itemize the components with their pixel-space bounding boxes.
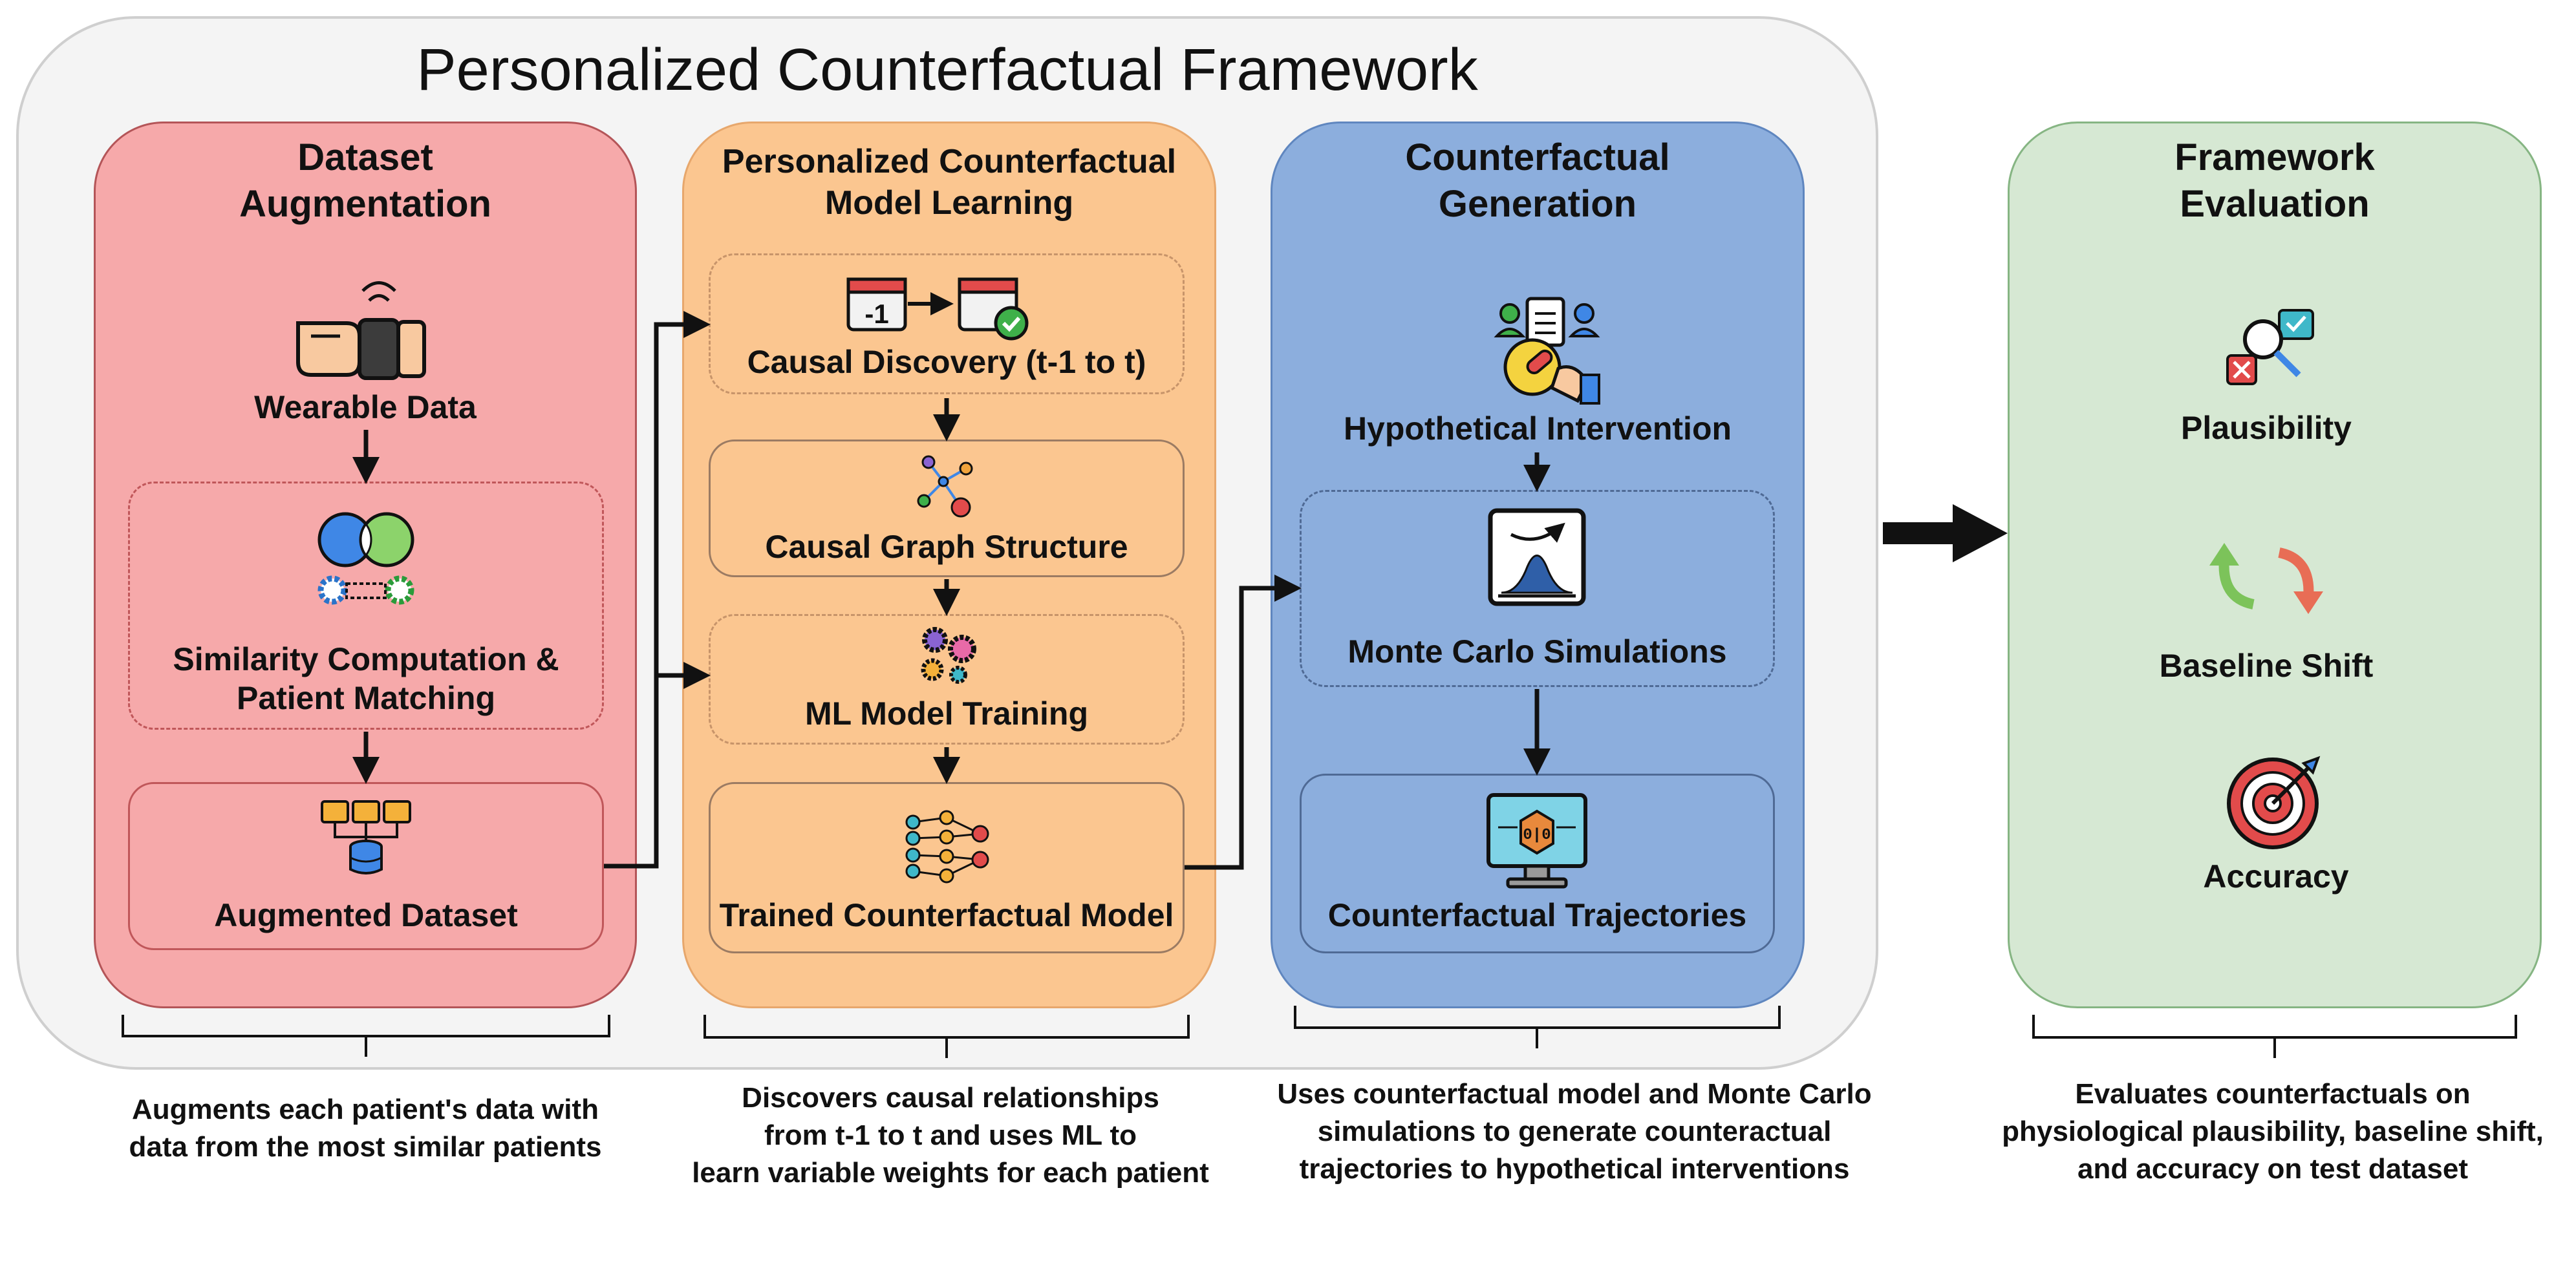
calendar-arrow-icon: -1: [846, 277, 1029, 341]
brace-learning: [703, 1015, 1190, 1058]
generation-caption-line1: Uses counterfactual model and Monte Carl…: [1277, 1078, 1872, 1110]
evaluation-caption-line3: and accuracy on test dataset: [2077, 1153, 2468, 1185]
generation-caption: Uses counterfactual model and Monte Carl…: [1222, 1076, 1927, 1188]
graph-nodes-icon: [917, 455, 973, 518]
generation-title-line1: Counterfactual: [1405, 136, 1670, 178]
brace-generation: [1294, 1006, 1781, 1048]
connector-model-to-montecarlo: [1185, 575, 1302, 870]
connector-dataset-to-discovery: [604, 311, 711, 869]
distribution-chart-icon: [1488, 508, 1586, 606]
causal-discovery-label: Causal Discovery (t-1 to t): [747, 344, 1146, 380]
evaluation-title-line1: Framework: [2174, 136, 2375, 178]
learning-caption: Discovers causal relationships from t-1 …: [647, 1079, 1254, 1192]
monte-carlo-label: Monte Carlo Simulations: [1347, 633, 1727, 670]
generation-caption-line2: simulations to generate counteractual: [1317, 1116, 1832, 1147]
clinical-intervention-icon: [1494, 297, 1600, 405]
evaluation-caption-line1: Evaluates counterfactuals on: [2075, 1078, 2471, 1110]
generation-title: Counterfactual Generation: [1271, 134, 1805, 228]
accuracy-label: Accuracy: [2203, 858, 2349, 895]
augmentation-caption: Augments each patient's data with data f…: [58, 1091, 672, 1166]
baseline-shift-label: Baseline Shift: [2159, 648, 2374, 684]
folders-database-icon: [321, 800, 411, 874]
learning-caption-line2: from t-1 to t and uses ML to: [764, 1119, 1137, 1151]
similarity-label-line1: Similarity Computation &: [173, 641, 559, 677]
evaluation-title-line2: Evaluation: [2180, 183, 2370, 225]
monitor-badge: 0|0: [1523, 827, 1551, 844]
augmentation-title-line1: Dataset: [297, 136, 433, 178]
brace-evaluation: [2032, 1015, 2517, 1058]
augmentation-caption-line1: Augments each patient's data with: [132, 1094, 599, 1125]
augmented-dataset-label: Augmented Dataset: [214, 897, 518, 933]
cycle-arrows-icon: [2209, 543, 2323, 614]
arrow-to-evaluation: [1883, 504, 2008, 562]
panel-framework-evaluation: [2008, 122, 2542, 1008]
monitor-cube-icon: 0|0: [1487, 793, 1587, 889]
learning-caption-line3: learn variable weights for each patient: [692, 1157, 1209, 1189]
similarity-label: Similarity Computation & Patient Matchin…: [128, 640, 604, 717]
augmentation-caption-line2: data from the most similar patients: [129, 1131, 602, 1163]
learning-title-line1: Personalized Counterfactual: [722, 143, 1177, 180]
evaluation-caption: Evaluates counterfactuals on physiologic…: [1946, 1076, 2576, 1188]
ml-training-label: ML Model Training: [805, 695, 1088, 732]
plausibility-label: Plausibility: [2181, 410, 2352, 446]
trajectories-label: Counterfactual Trajectories: [1327, 897, 1747, 933]
evaluation-title: Framework Evaluation: [2008, 134, 2542, 228]
generation-title-line2: Generation: [1438, 183, 1637, 225]
evaluation-caption-line2: physiological plausibility, baseline shi…: [2002, 1116, 2544, 1147]
generation-caption-line3: trajectories to hypothetical interventio…: [1299, 1153, 1850, 1185]
calendar-badge: -1: [864, 299, 888, 329]
augmentation-title: Dataset Augmentation: [94, 134, 637, 228]
augmentation-title-line2: Augmentation: [239, 183, 491, 225]
hypothetical-intervention-label: Hypothetical Intervention: [1343, 410, 1732, 447]
venn-gears-icon: [317, 512, 414, 605]
magnifier-check-icon: [2226, 309, 2314, 385]
trained-model-label: Trained Counterfactual Model: [719, 897, 1174, 933]
wearable-data-label: Wearable Data: [254, 389, 477, 425]
learning-title: Personalized Counterfactual Model Learni…: [682, 141, 1216, 224]
framework-title: Personalized Counterfactual Framework: [416, 37, 1478, 103]
learning-title-line2: Model Learning: [824, 184, 1074, 222]
gears-icon: [921, 627, 976, 684]
neural-network-icon: [905, 810, 989, 884]
brace-augmentation: [122, 1015, 610, 1057]
target-dart-icon: [2227, 756, 2321, 849]
wearable-watch-icon: [296, 281, 426, 380]
learning-caption-line1: Discovers causal relationships: [742, 1082, 1159, 1114]
similarity-label-line2: Patient Matching: [236, 680, 496, 716]
causal-graph-label: Causal Graph Structure: [765, 529, 1128, 565]
